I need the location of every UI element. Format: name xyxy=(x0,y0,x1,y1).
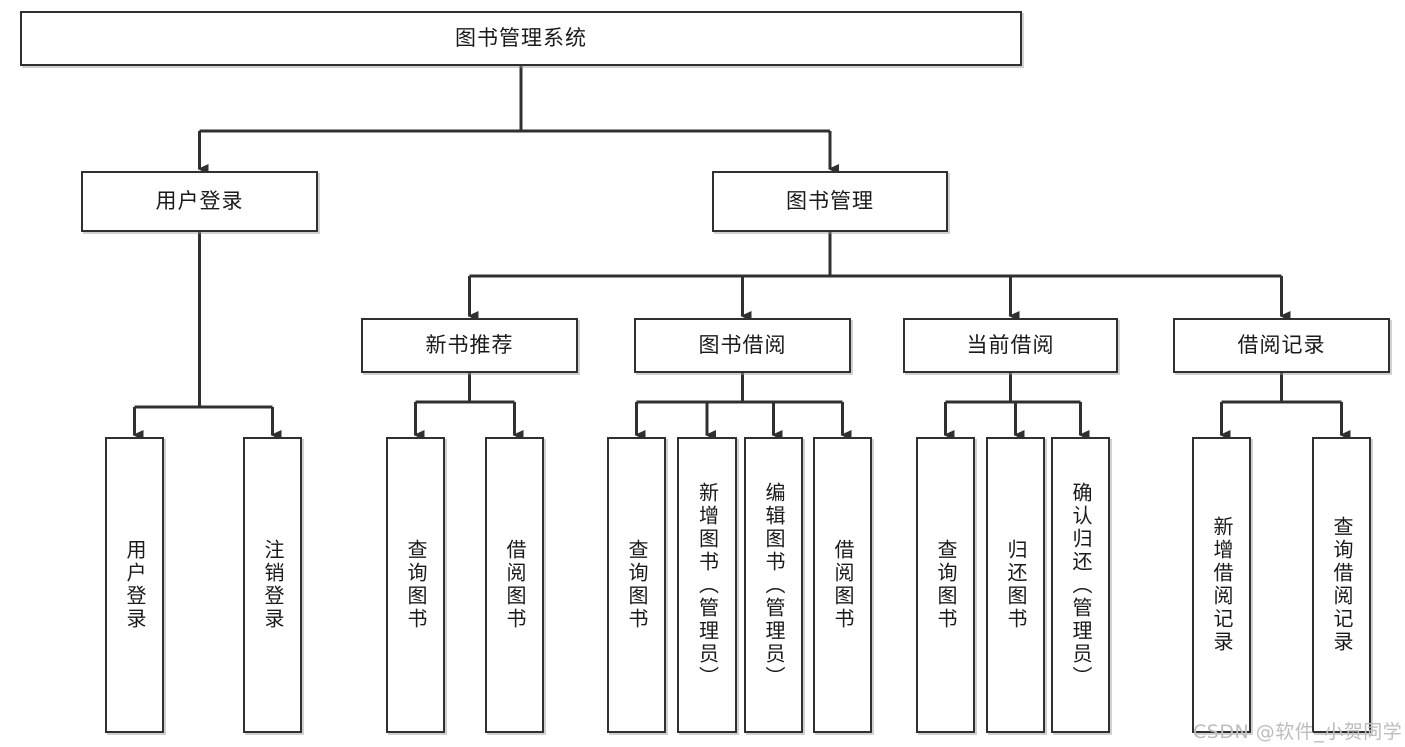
node-leaf-add-record[interactable]: 新增借阅记录 xyxy=(1192,437,1251,733)
node-root-label: 图书管理系统 xyxy=(455,26,587,51)
node-leaf-query-record[interactable]: 查询借阅记录 xyxy=(1312,437,1371,733)
node-leaf-query-book-3[interactable]: 查询图书 xyxy=(916,437,975,733)
node-borrow-record-label: 借阅记录 xyxy=(1237,333,1326,358)
node-user-login[interactable]: 用户登录 xyxy=(81,171,318,232)
node-new-book-rec[interactable]: 新书推荐 xyxy=(361,318,578,373)
node-book-manage-label: 图书管理 xyxy=(786,189,874,214)
node-leaf-confirm-return-label: 确认归还（管理员） xyxy=(1069,481,1093,689)
node-leaf-add-book[interactable]: 新增图书（管理员） xyxy=(677,437,737,733)
node-leaf-return-book[interactable]: 归还图书 xyxy=(986,437,1045,733)
node-leaf-borrow-book-2-label: 借阅图书 xyxy=(831,539,855,631)
node-book-borrow-label: 图书借阅 xyxy=(698,333,787,358)
node-leaf-edit-book-label: 编辑图书（管理员） xyxy=(762,481,786,689)
node-leaf-borrow-book-2[interactable]: 借阅图书 xyxy=(813,437,872,733)
node-current-borrow-label: 当前借阅 xyxy=(966,333,1055,358)
node-leaf-query-book-1-label: 查询图书 xyxy=(404,539,428,631)
node-leaf-query-book-2-label: 查询图书 xyxy=(625,539,649,631)
node-leaf-logout[interactable]: 注销登录 xyxy=(243,437,302,733)
node-leaf-query-book-2[interactable]: 查询图书 xyxy=(607,437,666,733)
node-leaf-logout-label: 注销登录 xyxy=(261,539,285,631)
node-current-borrow[interactable]: 当前借阅 xyxy=(903,318,1118,373)
node-borrow-record[interactable]: 借阅记录 xyxy=(1173,318,1390,373)
node-leaf-query-book-1[interactable]: 查询图书 xyxy=(386,437,445,733)
node-leaf-borrow-book-1[interactable]: 借阅图书 xyxy=(485,437,544,733)
node-user-login-label: 用户登录 xyxy=(155,189,244,214)
csdn-watermark: CSDN @软件_小贺同学 xyxy=(1193,721,1403,743)
node-book-borrow[interactable]: 图书借阅 xyxy=(634,318,851,373)
node-leaf-query-book-3-label: 查询图书 xyxy=(934,539,958,631)
node-new-book-rec-label: 新书推荐 xyxy=(425,333,514,358)
node-leaf-query-record-label: 查询借阅记录 xyxy=(1330,516,1354,654)
node-leaf-add-book-label: 新增图书（管理员） xyxy=(695,481,720,689)
node-root[interactable]: 图书管理系统 xyxy=(20,11,1022,66)
node-leaf-user-login-label: 用户登录 xyxy=(123,539,147,631)
node-leaf-user-login[interactable]: 用户登录 xyxy=(105,437,164,733)
node-book-manage[interactable]: 图书管理 xyxy=(712,171,948,232)
node-leaf-add-record-label: 新增借阅记录 xyxy=(1210,516,1234,654)
node-leaf-return-book-label: 归还图书 xyxy=(1004,539,1028,631)
node-leaf-edit-book[interactable]: 编辑图书（管理员） xyxy=(744,437,803,733)
node-leaf-confirm-return[interactable]: 确认归还（管理员） xyxy=(1051,437,1110,733)
node-leaf-borrow-book-1-label: 借阅图书 xyxy=(503,539,527,631)
